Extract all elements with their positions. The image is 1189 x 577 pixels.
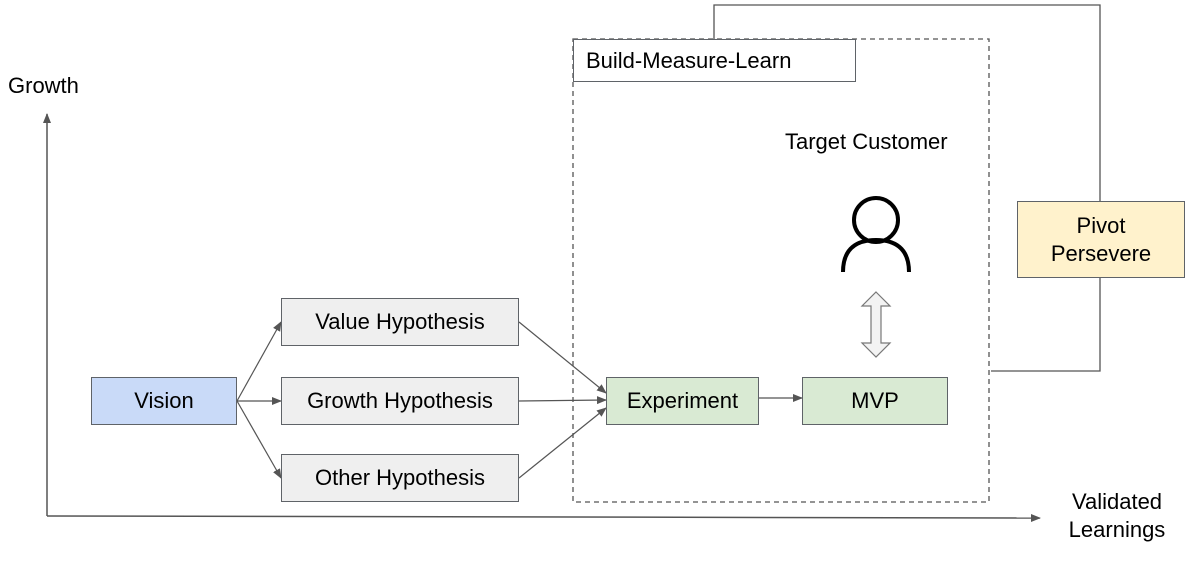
person-icon <box>841 196 911 273</box>
other-hypothesis-node: Other Hypothesis <box>281 454 519 502</box>
arrow-vision-value <box>236 321 282 402</box>
x-axis-label-line2: Learnings <box>1068 517 1166 542</box>
arrow-growth-experiment <box>518 396 607 405</box>
y-axis-label: Growth <box>8 73 79 98</box>
vision-node: Vision <box>91 377 237 425</box>
target-customer-label: Target Customer <box>785 129 948 154</box>
growth-hypothesis-node: Growth Hypothesis <box>281 377 519 425</box>
experiment-node: Experiment <box>606 377 759 425</box>
arrow-value-experiment <box>518 321 607 394</box>
pivot-persevere-node: Pivot Persevere <box>1017 201 1185 278</box>
mvp-node: MVP <box>802 377 948 425</box>
pivot-label: Pivot <box>1076 212 1126 238</box>
x-axis <box>46 513 1041 522</box>
pivot-loop-top <box>713 4 1101 201</box>
frame-title: Build-Measure-Learn <box>573 39 856 82</box>
double-arrow-customer-mvp <box>860 291 892 358</box>
arrow-vision-other <box>236 400 282 479</box>
persevere-label: Persevere <box>1050 240 1152 266</box>
value-hypothesis-node: Value Hypothesis <box>281 298 519 346</box>
x-axis-label: Validated Learnings <box>1058 488 1176 544</box>
arrow-other-experiment <box>518 407 607 479</box>
x-axis-label-line1: Validated <box>1071 489 1163 514</box>
build-measure-learn-frame <box>572 38 990 503</box>
pivot-loop-bottom <box>991 278 1101 372</box>
